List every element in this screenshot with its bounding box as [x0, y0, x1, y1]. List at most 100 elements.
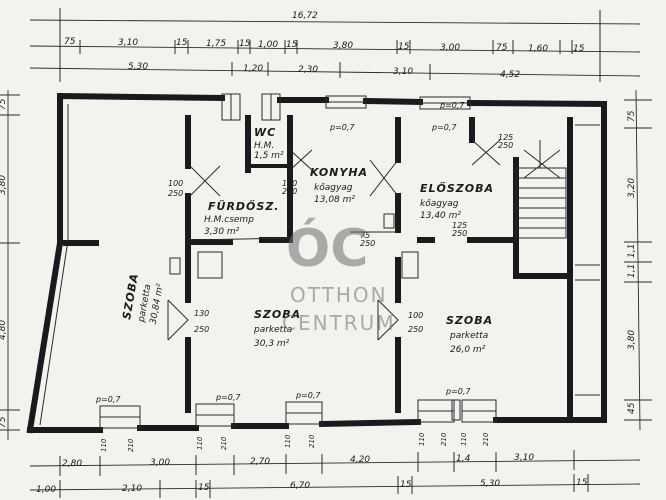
door-label-4: p=0,7 — [445, 387, 471, 396]
dim-bottom-row2-4: 6,70 — [290, 481, 310, 491]
dim-top-2: 3,10 — [118, 38, 138, 48]
dim-top-4: 1,75 — [206, 39, 226, 49]
win-h-3: 110 — [196, 436, 204, 450]
dim-bottom-row2-2: 2,10 — [122, 484, 142, 494]
room-hall-floor: kőagyag — [420, 199, 459, 209]
door-label-2: p=0,7 — [215, 393, 241, 402]
watermark-line2: CENTRUM — [282, 311, 396, 335]
dim-top-row2-5: 4,52 — [500, 70, 520, 80]
watermark: ÓC OTTHON CENTRUM — [282, 217, 396, 335]
dim-top-6: 1,00 — [258, 40, 278, 50]
door-label-5: p=0,7 — [329, 123, 355, 132]
room-middle-name: SZOBA — [254, 308, 301, 321]
watermark-logo: ÓC — [286, 217, 368, 279]
door-size-8: 250 — [194, 325, 209, 334]
win-h-5: 110 — [284, 434, 292, 448]
dim-bottom-row2-6: 5,30 — [480, 479, 500, 489]
win-h-10: 210 — [482, 432, 490, 446]
door-size-4: 200 — [282, 187, 297, 196]
door-size-6: 250 — [360, 239, 375, 248]
right-dimensions: 75 3,20 1,1 1,1 3,80 45 — [624, 89, 652, 431]
door-size-3: 100 — [282, 179, 297, 188]
room-kitchen-area: 13,08 m² — [314, 195, 355, 205]
dim-bottom-row2-3: 15 — [198, 483, 210, 493]
win-h-7: 110 — [418, 432, 426, 446]
walls — [26, 92, 608, 434]
door-size-10: 250 — [408, 325, 423, 334]
room-right-name: SZOBA — [446, 314, 493, 327]
dim-right-2: 3,20 — [627, 178, 637, 198]
room-wc-area: 1,5 m² — [254, 151, 284, 161]
room-bathroom-floor: H.M.csemp — [204, 215, 254, 225]
win-h-2: 210 — [127, 438, 135, 452]
door-size-2: 250 — [168, 189, 183, 198]
dim-bottom-6: 3,10 — [514, 453, 534, 463]
dim-top-7: 15 — [286, 40, 298, 50]
room-bathroom: FÜRDŐSZ. H.M.csemp 3,30 m² — [204, 199, 279, 237]
dim-top-1: 75 — [64, 37, 76, 47]
dim-right-4: 1,1 — [627, 264, 637, 278]
door-size-1: 100 — [168, 179, 183, 188]
dim-top-10: 3,00 — [440, 43, 460, 53]
room-hall-area: 13,40 m² — [420, 211, 461, 221]
dim-left-4: 75 — [0, 416, 8, 428]
dim-top-8: 3,80 — [333, 41, 353, 51]
dim-top-9: 15 — [398, 42, 410, 52]
room-bathroom-name: FÜRDŐSZ. — [208, 199, 279, 213]
watermark-line1: OTTHON — [290, 283, 388, 307]
room-right-floor: parketta — [449, 331, 488, 341]
top-dimensions: 16,72 75 3,10 15 1,75 15 1,00 15 3,80 15… — [29, 8, 641, 82]
door-labels: p=0,7 p=0,7 p=0,7 p=0,7 p=0,7 p=0,7 p=0,… — [95, 101, 471, 404]
bottom-dimensions: 2,80 3,00 2,70 4,20 1,4 3,10 1,00 2,10 1… — [29, 432, 641, 498]
win-h-8: 210 — [440, 432, 448, 446]
door-swings — [167, 139, 501, 421]
dim-top-13: 15 — [573, 44, 585, 54]
windows — [99, 93, 497, 429]
dim-top-11: 75 — [496, 43, 508, 53]
dim-bottom-row2-5: 15 — [400, 480, 412, 490]
dim-bottom-row2-1: 1,00 — [36, 485, 56, 495]
room-kitchen: KONYHA kőagyag 13,08 m² — [310, 166, 368, 205]
room-middle-area: 30,3 m² — [254, 339, 290, 349]
room-middle-floor: parketta — [253, 325, 292, 335]
win-h-4: 210 — [220, 436, 228, 450]
win-h-1: 110 — [100, 438, 108, 452]
dim-right-5: 3,80 — [627, 330, 637, 350]
door-size-12: 250 — [498, 141, 513, 150]
dim-bottom-1: 2,80 — [62, 459, 82, 469]
door-sizes: 100 250 100 200 75 250 130 250 100 250 1… — [168, 133, 513, 334]
stairs — [515, 140, 567, 239]
door-size-7: 130 — [194, 309, 209, 318]
dim-left-2: 3,80 — [0, 175, 8, 195]
room-right-area: 26,0 m² — [450, 345, 486, 355]
room-kitchen-floor: kőagyag — [314, 183, 353, 193]
left-dimensions: 75 3,80 4,80 75 — [0, 90, 20, 440]
door-size-5: 75 — [360, 231, 370, 240]
dim-top-row2-2: 1,20 — [243, 64, 263, 74]
dim-top-3: 15 — [176, 38, 188, 48]
dim-bottom-4: 4,20 — [350, 455, 370, 465]
dim-top-row2-4: 3,10 — [393, 67, 413, 77]
dim-right-6: 45 — [627, 402, 637, 414]
dim-bottom-5: 1,4 — [456, 454, 471, 464]
dim-top-row2-1: 5,30 — [128, 62, 148, 72]
room-wc: WC H.M. 1,5 m² — [254, 126, 284, 161]
door-label-1: p=0,7 — [95, 395, 121, 404]
room-wc-floor: H.M. — [254, 141, 274, 151]
win-h-6: 210 — [308, 434, 316, 448]
room-middle: SZOBA parketta 30,3 m² — [253, 308, 301, 349]
room-bathroom-area: 3,30 m² — [204, 227, 240, 237]
room-wc-name: WC — [254, 126, 276, 139]
dim-top-12: 1,60 — [528, 44, 548, 54]
door-label-7: p=0,7 — [439, 101, 465, 110]
room-hall-name: ELŐSZOBA — [420, 181, 494, 195]
dim-bottom-3: 2,70 — [250, 457, 270, 467]
dim-left-1: 75 — [0, 98, 8, 110]
dim-top-row2-3: 2,30 — [298, 65, 318, 75]
win-h-9: 110 — [460, 432, 468, 446]
door-size-13: 125 — [452, 221, 467, 230]
room-kitchen-name: KONYHA — [310, 166, 368, 179]
dim-left-3: 4,80 — [0, 320, 8, 340]
door-label-6: p=0,7 — [431, 123, 457, 132]
